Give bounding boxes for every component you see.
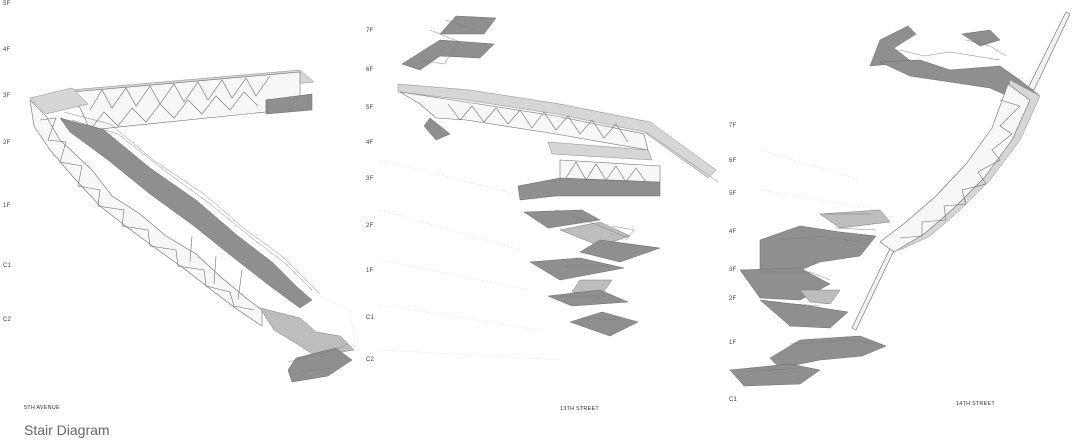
fourteenth-street-floor-label: 1F: [729, 340, 737, 346]
thirteenth-street-floor-label: 1F: [366, 268, 374, 274]
fourteenth-street-floor-label: 6F: [729, 158, 737, 164]
fourteenth-street-caption: 14TH STREET: [956, 401, 995, 407]
fourteenth-street-floor-label: 4F: [729, 229, 737, 235]
fourteenth-street-floor-label: C1: [729, 397, 738, 403]
thirteenth-street-floor-label: C1: [366, 315, 375, 321]
fifth-avenue-floor-label: 2F: [3, 140, 11, 146]
fifth-avenue-caption: 5TH AVENUE: [24, 405, 60, 411]
thirteenth-street-stair-tower: [379, 15, 719, 361]
thirteenth-street-floor-label: 2F: [366, 223, 374, 229]
fourteenth-street-floor-label: 3F: [729, 267, 737, 273]
fourteenth-street-floor-label: 2F: [729, 296, 737, 302]
thirteenth-street-floor-label: 3F: [366, 176, 374, 182]
fourteenth-street-floor-label: 7F: [729, 123, 737, 129]
thirteenth-street-floor-label: 7F: [366, 28, 374, 34]
thirteenth-street-floor-label: 6F: [366, 67, 374, 73]
fifth-avenue-floor-label: C2: [3, 317, 12, 323]
thirteenth-street-floor-label: 5F: [366, 105, 374, 111]
fourteenth-street-stair-tower: [729, 11, 1071, 387]
fifth-avenue-floor-label: C1: [3, 263, 12, 269]
thirteenth-street-floor-label: C2: [366, 357, 375, 363]
thirteenth-street-caption: 13TH STREET: [560, 406, 599, 412]
fifth-avenue-floor-label: 5F: [3, 1, 11, 7]
fifth-avenue-floor-label: 4F: [3, 47, 11, 53]
fifth-avenue-floor-label: 1F: [3, 203, 11, 209]
fifth-avenue-floor-label: 3F: [3, 93, 11, 99]
fifth-avenue-stair-tower: [29, 69, 357, 383]
fourteenth-street-floor-label: 5F: [729, 191, 737, 197]
figure-caption: Stair Diagram: [24, 422, 110, 438]
thirteenth-street-floor-label: 4F: [366, 140, 374, 146]
